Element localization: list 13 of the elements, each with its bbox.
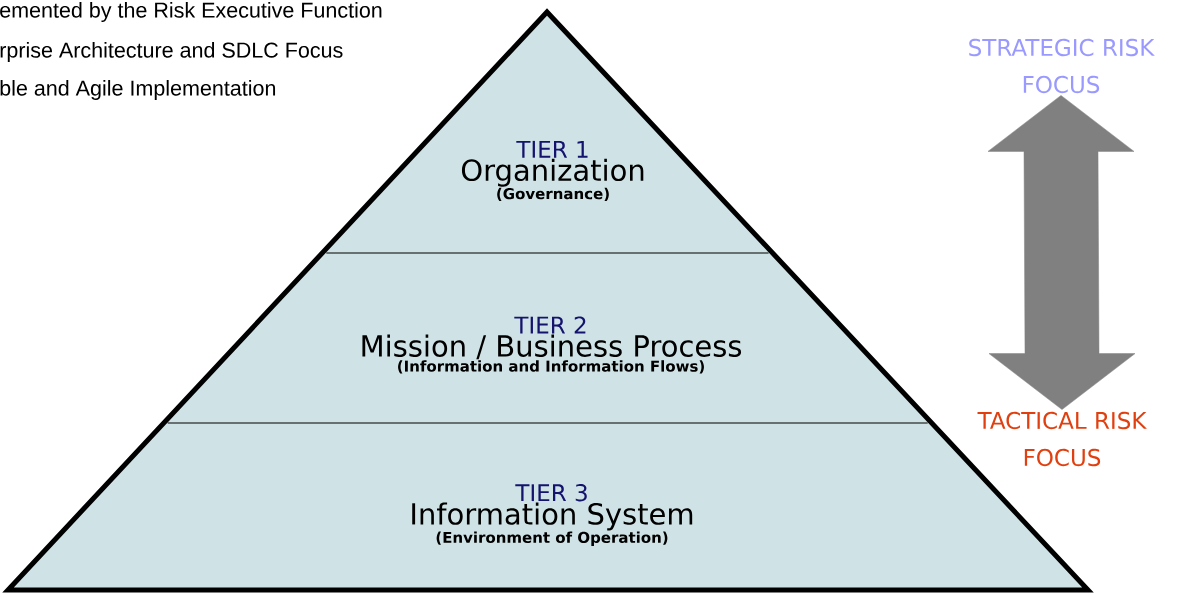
node-label: TIER 2 (514, 316, 586, 334)
node-label: (Environment of Operation) (436, 531, 668, 546)
node-label: Organization (461, 158, 644, 187)
node-label: Mission / Business Process (362, 334, 742, 360)
node-label: TIER 3 (515, 484, 587, 502)
double-arrow (987, 95, 1136, 410)
node-label: Information System (412, 502, 693, 531)
note-text: ble and Agile Implementation (0, 80, 276, 100)
focus-label: STRATEGIC RISK FOCUS (969, 38, 1155, 94)
node-label: (Information and Information Flows) (398, 360, 704, 374)
node-label: TIER 1 (516, 140, 588, 158)
node-label: (Governance) (497, 187, 609, 202)
tier-band: TIER 2 Mission / Business Process (Information and Information Flows) (163, 253, 932, 423)
